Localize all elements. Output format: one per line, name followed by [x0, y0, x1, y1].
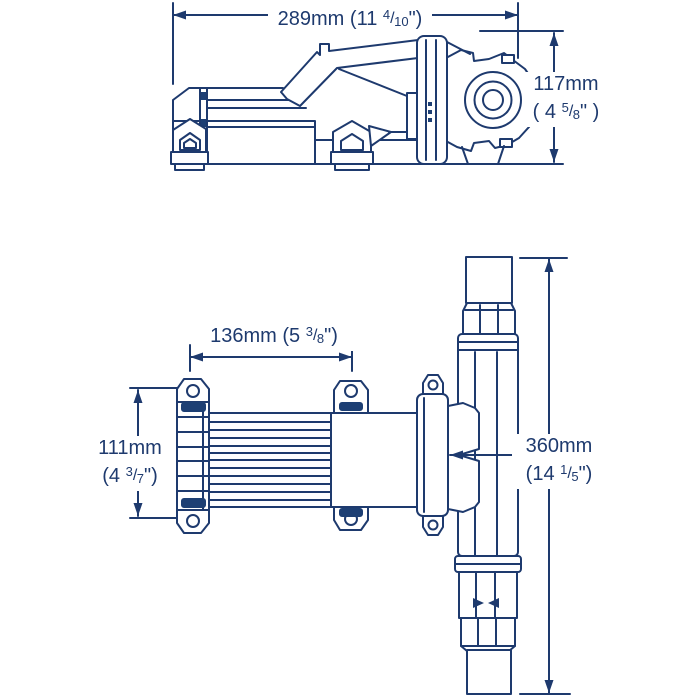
dimension-mm-value: 360mm: [525, 435, 593, 457]
dimension-arrowheads-111: [133, 390, 143, 516]
hose-nut-top-lines: [464, 304, 514, 335]
dimension-mm-value: 289mm: [277, 8, 345, 30]
left-foot-base: [170, 151, 209, 171]
dimension-mm-value: 117mm: [533, 73, 599, 95]
end-cap-marks: [201, 92, 206, 127]
hose-port-top: [465, 256, 513, 304]
clamp-marks: [473, 598, 499, 608]
hose-nut-bottom: [460, 617, 516, 647]
hose-port-bottom: [466, 649, 512, 695]
mount-hole-top-middle: [344, 384, 358, 398]
clamp-flange-plan: [416, 393, 449, 517]
dimension-inch-value: (14 1/5"): [514, 458, 604, 488]
fraction-slash: /: [312, 327, 317, 344]
dimension-inch-post: "): [578, 463, 593, 485]
fraction-numerator: 1: [560, 462, 568, 477]
left-foot-inner: [179, 132, 201, 151]
dimension-label-overall-length: 289mm (11 4/10"): [268, 2, 432, 34]
fraction-denominator: 7: [136, 471, 144, 486]
dimension-inch-pre: ( 4: [532, 101, 562, 123]
flange-head-link: [446, 41, 471, 55]
hose-nut-top: [462, 302, 516, 335]
mount-hole-top-left: [186, 384, 200, 398]
clamp-flange-lines: [425, 39, 437, 161]
flange-screw-top: [427, 379, 439, 391]
pump-head-legs: [461, 145, 505, 165]
side-view: [170, 35, 564, 171]
fraction-numerator: 5: [561, 100, 569, 115]
fraction-denominator: 8: [572, 107, 580, 122]
strap-web-line: [338, 68, 418, 101]
fraction-denominator: 5: [571, 469, 579, 484]
dimension-inch-value: (4 3/7"): [86, 460, 174, 490]
fraction-denominator: 8: [316, 331, 325, 346]
mount-hole-bottom-left: [186, 514, 200, 528]
fraction-numerator: 4: [382, 7, 391, 22]
dimension-inch-value: ( 4 5/8" ): [524, 96, 608, 126]
clamp-flange: [416, 35, 448, 165]
extension-lines-111: [129, 387, 178, 519]
dimension-inch-post: " ): [580, 101, 600, 123]
flange-dots: [428, 102, 432, 122]
dimension-inch-post: "): [324, 325, 338, 347]
dimension-inch-pre: (5: [276, 325, 306, 347]
pipe-lower: [458, 571, 518, 619]
dimension-mm-value: 111mm: [98, 437, 162, 459]
extension-lines-360: [519, 257, 571, 695]
hose-nut-bottom-lines: [477, 617, 497, 647]
dimension-inch-post: "): [144, 465, 158, 487]
carry-strap: [280, 39, 419, 107]
fraction-numerator: 3: [125, 464, 133, 479]
dimension-inch-post: "): [408, 8, 423, 30]
middle-foot-inner: [340, 133, 364, 151]
centerline-arrowhead: [450, 450, 463, 460]
dimension-label-mount-spacing-vertical: 111mm (4 3/7"): [84, 436, 176, 491]
fraction-slash: /: [567, 465, 572, 482]
fraction-slash: /: [132, 467, 137, 484]
dimension-inch-pre: (4: [102, 465, 126, 487]
motor-fins: [207, 412, 332, 508]
fraction-slash: /: [568, 103, 573, 120]
dimension-inch-pre: (14: [525, 463, 561, 485]
pump-housing: [330, 412, 419, 508]
bracket-arrow: [368, 125, 392, 147]
fraction-slash: /: [390, 10, 395, 27]
pipe-lower-lines: [475, 571, 496, 619]
pump-head-plan: [447, 402, 480, 513]
port-circle-inner: [482, 89, 504, 111]
dimension-label-overall-height: 117mm ( 4 5/8" ): [522, 72, 610, 127]
middle-foot-base: [330, 151, 374, 171]
dimension-inch-pre: (11: [344, 8, 383, 30]
flange-screw-bottom: [427, 519, 439, 531]
dimension-label-port-to-port-length: 360mm (14 1/5"): [512, 434, 606, 489]
fraction-denominator: 10: [394, 14, 409, 29]
dimension-mm-value: 136mm: [210, 325, 277, 347]
dimension-arrowheads-117: [549, 33, 559, 162]
fraction-numerator: 3: [305, 324, 313, 339]
dimension-label-mount-spacing-horizontal: 136mm (5 3/8"): [194, 319, 354, 351]
pump-head-tabs: [499, 54, 515, 148]
pipe-body-lines: [457, 341, 519, 557]
